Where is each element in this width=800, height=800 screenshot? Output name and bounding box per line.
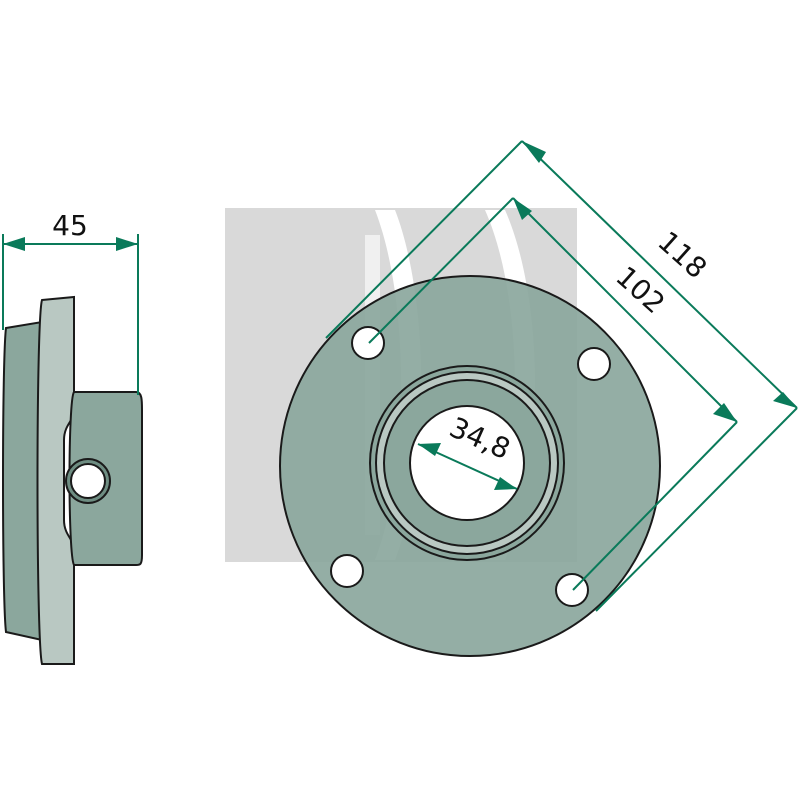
front-view bbox=[279, 275, 661, 657]
bolt-hole-top-right bbox=[577, 347, 611, 381]
arrow-118-bottom bbox=[773, 392, 797, 408]
dim-118-ext-top bbox=[325, 140, 523, 339]
arrow-34-8-left bbox=[418, 443, 441, 456]
arrow-118-top bbox=[522, 141, 546, 163]
bore bbox=[409, 405, 525, 521]
bolt-hole-side-inner bbox=[70, 463, 106, 499]
flange-plate-side bbox=[36, 295, 75, 665]
arrow-34-8-right bbox=[494, 477, 517, 490]
arrow-45-right bbox=[116, 237, 138, 251]
dim-102-ext-top bbox=[368, 197, 514, 344]
dim-label-45: 45 bbox=[52, 209, 88, 242]
dim-118-ext-bottom bbox=[595, 407, 798, 612]
arrowheads bbox=[3, 141, 797, 490]
side-view bbox=[2, 295, 143, 665]
arrow-102-bottom bbox=[713, 403, 737, 422]
arrow-45-left bbox=[3, 237, 25, 251]
dim-118-line bbox=[521, 140, 798, 409]
bolt-hole-bottom-left bbox=[330, 554, 364, 588]
dimension-lines bbox=[2, 140, 798, 612]
dim-label-102: 102 bbox=[609, 260, 671, 320]
hub-body-side bbox=[2, 320, 43, 642]
dim-102-ext-bottom bbox=[572, 421, 738, 591]
dim-102-line bbox=[512, 197, 738, 423]
arrow-102-top bbox=[513, 198, 532, 220]
